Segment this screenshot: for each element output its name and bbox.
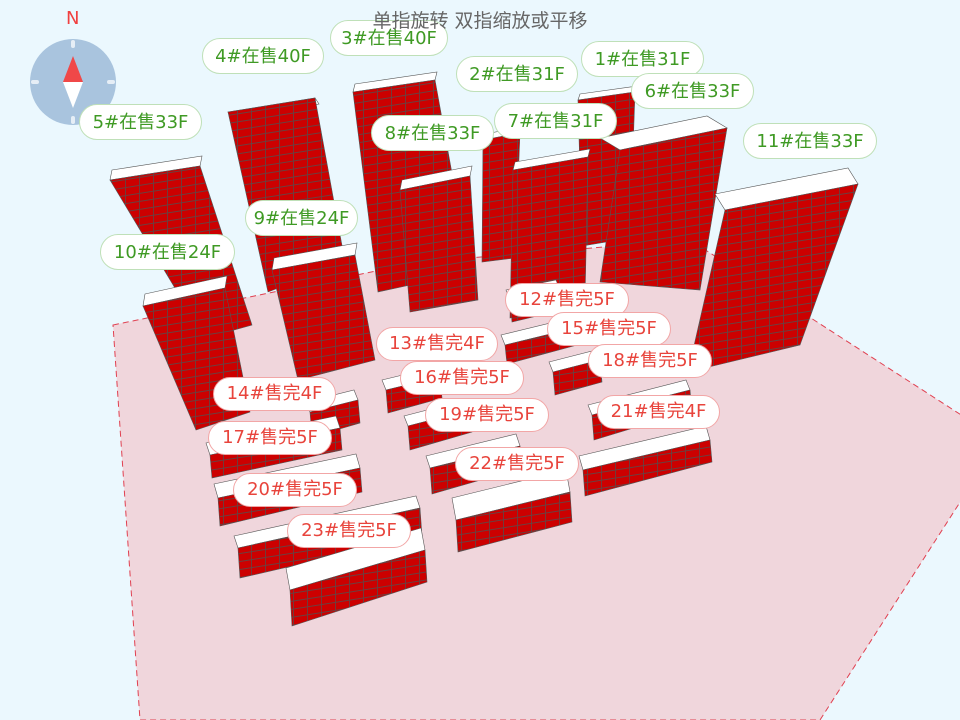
- building-label-4[interactable]: 4#在售40F: [202, 38, 324, 74]
- compass-north-needle-icon: [63, 56, 83, 82]
- building-6[interactable]: [599, 127, 728, 291]
- building-label-21[interactable]: 21#售完4F: [597, 395, 720, 429]
- building-label-23[interactable]: 23#售完5F: [287, 514, 411, 548]
- building-label-3[interactable]: 3#在售40F: [330, 20, 448, 56]
- building-label-16[interactable]: 16#售完5F: [400, 361, 524, 395]
- building-label-13[interactable]: 13#售完4F: [376, 327, 498, 361]
- building-label-14[interactable]: 14#售完4F: [213, 377, 336, 411]
- building-25[interactable]: [455, 491, 573, 553]
- building-label-22[interactable]: 22#售完5F: [455, 447, 579, 481]
- building-24[interactable]: [289, 549, 428, 627]
- compass[interactable]: [30, 39, 116, 125]
- building-22[interactable]: [582, 439, 713, 497]
- building-9[interactable]: [271, 254, 376, 381]
- building-label-15[interactable]: 15#售完5F: [547, 312, 671, 346]
- building-label-6[interactable]: 6#在售33F: [631, 73, 754, 109]
- building-label-19[interactable]: 19#售完5F: [425, 398, 549, 432]
- building-label-5[interactable]: 5#在售33F: [79, 104, 202, 140]
- building-label-17[interactable]: 17#售完5F: [208, 421, 332, 455]
- building-8[interactable]: [399, 175, 479, 313]
- building-label-18[interactable]: 18#售完5F: [588, 344, 712, 378]
- building-label-11[interactable]: 11#在售33F: [743, 123, 877, 159]
- building-label-1[interactable]: 1#在售31F: [581, 41, 704, 77]
- building-label-9[interactable]: 9#在售24F: [245, 200, 358, 236]
- building-label-2[interactable]: 2#在售31F: [456, 56, 578, 92]
- compass-north-label: N: [66, 8, 80, 29]
- building-label-7[interactable]: 7#在售31F: [494, 103, 617, 139]
- building-label-12[interactable]: 12#售完5F: [505, 283, 629, 317]
- building-label-10[interactable]: 10#在售24F: [100, 234, 235, 270]
- compass-south-needle-icon: [63, 82, 83, 108]
- building-label-20[interactable]: 20#售完5F: [233, 473, 357, 507]
- building-label-8[interactable]: 8#在售33F: [371, 115, 494, 151]
- building-11[interactable]: [687, 183, 859, 373]
